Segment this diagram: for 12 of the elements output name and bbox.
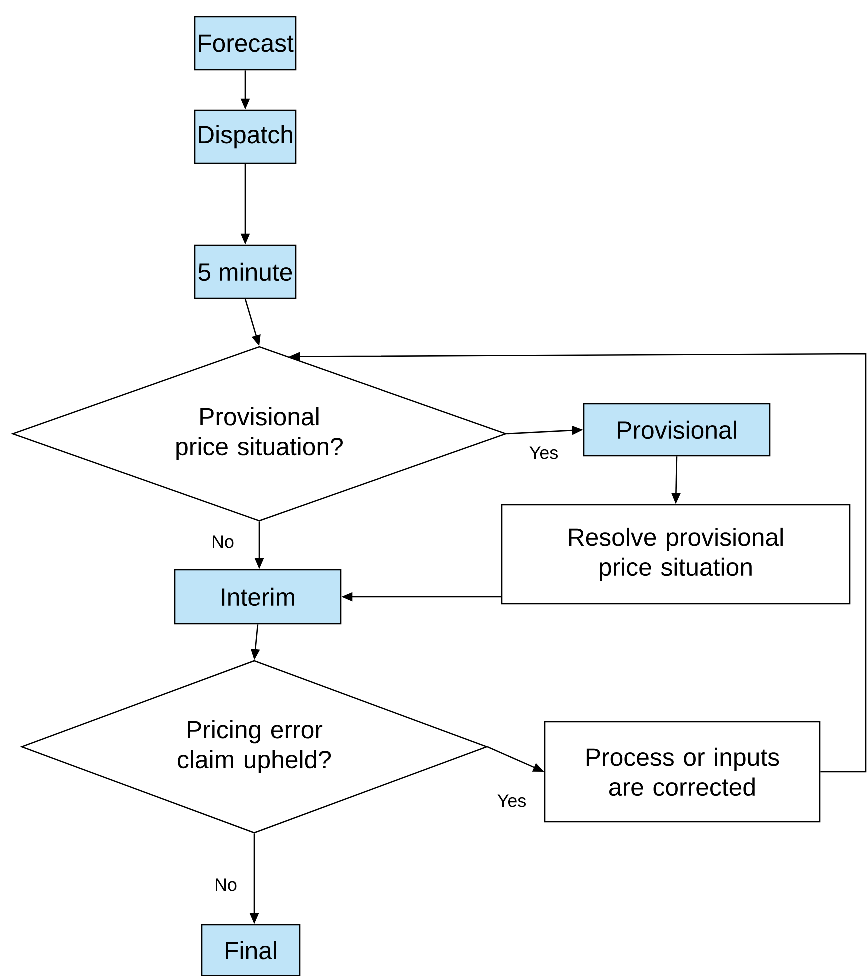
process-box: Resolve provisional price situation	[501, 504, 851, 605]
process-box: Interim	[174, 569, 342, 625]
edge-label: Yes	[528, 446, 560, 460]
edge-label: No	[210, 534, 236, 550]
process-box: 5 minute	[194, 244, 297, 300]
process-box: Process or inputs are corrected	[544, 721, 821, 823]
edge-label: No	[214, 878, 238, 892]
process-box: Provisional	[583, 403, 771, 457]
edge-label: Yes	[496, 794, 528, 808]
process-box: Dispatch	[194, 110, 297, 164]
process-box: Forecast	[194, 16, 297, 71]
process-box: Final	[201, 924, 301, 976]
